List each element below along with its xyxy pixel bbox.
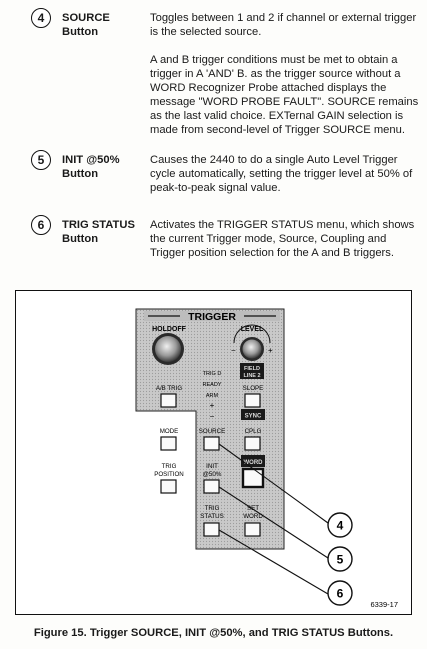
status-ready: READY bbox=[203, 382, 222, 388]
figure-caption: Figure 15. Trigger SOURCE, INIT @50%, an… bbox=[33, 627, 394, 639]
status-arm: ARM bbox=[206, 393, 219, 399]
callout-number-5: 5 bbox=[31, 150, 51, 170]
label-line: Button bbox=[62, 168, 99, 180]
cplg-label: CPLG bbox=[245, 428, 262, 435]
init-50-button[interactable] bbox=[203, 479, 220, 494]
callout-circle-5 bbox=[327, 546, 353, 572]
slope-button[interactable] bbox=[244, 393, 261, 408]
callout-4-text: 4 bbox=[337, 519, 344, 533]
field-badge-line1: FIELD bbox=[244, 366, 260, 372]
trig-status-label-1: TRIG bbox=[205, 505, 220, 512]
field-badge-line2: LINE 2 bbox=[243, 373, 260, 379]
trigger-panel-drawing: TRIGGER HOLDOFF LEVEL − + FIELD LINE 2 T… bbox=[135, 308, 398, 609]
level-minus: − bbox=[231, 346, 236, 355]
sync-badge-text: SYNC bbox=[245, 414, 262, 420]
slope-label: SLOPE bbox=[243, 385, 264, 392]
callout-circle-4 bbox=[327, 512, 353, 538]
set-word-label-2: WORD bbox=[243, 513, 263, 520]
arm-plus: + bbox=[210, 401, 215, 410]
trigger-panel-figure: TRIGGER HOLDOFF LEVEL − + FIELD LINE 2 T… bbox=[15, 290, 412, 615]
leader-line-5 bbox=[218, 486, 329, 559]
entry-description: Causes the 2440 to do a single Auto Leve… bbox=[150, 153, 422, 209]
level-plus: + bbox=[268, 346, 273, 355]
description-paragraph: Activates the TRIGGER STATUS menu, which… bbox=[150, 219, 415, 259]
source-button[interactable] bbox=[203, 436, 220, 451]
label-line: Button bbox=[62, 233, 99, 245]
ab-trig-button[interactable] bbox=[160, 393, 177, 408]
description-paragraph: Toggles between 1 and 2 if channel or ex… bbox=[150, 12, 417, 38]
arm-minus: − bbox=[210, 412, 215, 421]
status-trigd: TRIG D bbox=[203, 371, 222, 377]
source-label: SOURCE bbox=[199, 428, 225, 435]
set-word-label-1: SET bbox=[247, 505, 259, 512]
leader-line-6 bbox=[218, 529, 329, 595]
trig-position-label-2: POSITION bbox=[154, 471, 184, 478]
description-paragraph: A and B trigger conditions must be met t… bbox=[150, 54, 419, 136]
callout-circle-6 bbox=[327, 580, 353, 606]
panel-title: TRIGGER bbox=[188, 311, 236, 323]
holdoff-label: HOLDOFF bbox=[152, 326, 187, 333]
level-arc bbox=[233, 324, 271, 344]
entry-label: TRIG STATUS Button bbox=[62, 218, 135, 246]
entry-label: INIT @50% Button bbox=[62, 153, 120, 181]
trig-status-label-2: STATUS bbox=[200, 513, 224, 520]
entry-description: Activates the TRIGGER STATUS menu, which… bbox=[150, 218, 422, 274]
cplg-button[interactable] bbox=[244, 436, 261, 451]
callout-6-text: 6 bbox=[337, 587, 344, 601]
mode-label: MODE bbox=[160, 428, 179, 435]
word-button[interactable] bbox=[241, 467, 265, 489]
leader-line-4 bbox=[218, 443, 329, 524]
trig-position-label-1: TRIG bbox=[162, 463, 177, 470]
callout-5-text: 5 bbox=[337, 553, 344, 567]
mode-button[interactable] bbox=[160, 436, 177, 451]
init-label-1: INIT bbox=[206, 463, 218, 470]
label-line: SOURCE bbox=[62, 12, 110, 24]
figure-id: 6339-17 bbox=[370, 600, 398, 609]
trig-position-button[interactable] bbox=[160, 479, 177, 494]
callout-number-4: 4 bbox=[31, 8, 51, 28]
level-knob[interactable] bbox=[242, 339, 262, 359]
ab-trig-label: A/B TRIG bbox=[156, 385, 183, 392]
label-line: Button bbox=[62, 26, 99, 38]
word-badge-text: WORD bbox=[244, 460, 264, 466]
description-paragraph: Causes the 2440 to do a single Auto Leve… bbox=[150, 154, 413, 194]
entry-description: Toggles between 1 and 2 if channel or ex… bbox=[150, 11, 422, 151]
level-label: LEVEL bbox=[241, 326, 264, 333]
trig-status-button[interactable] bbox=[203, 522, 220, 537]
holdoff-knob[interactable] bbox=[155, 336, 181, 362]
label-line: INIT @50% bbox=[62, 154, 120, 166]
set-word-button[interactable] bbox=[244, 522, 261, 537]
entry-label: SOURCE Button bbox=[62, 11, 110, 39]
label-line: TRIG STATUS bbox=[62, 219, 135, 231]
init-label-2: @50% bbox=[203, 471, 222, 478]
field-badge bbox=[240, 363, 264, 379]
callout-number-6: 6 bbox=[31, 215, 51, 235]
title-band bbox=[144, 311, 280, 321]
sync-badge bbox=[241, 409, 265, 420]
